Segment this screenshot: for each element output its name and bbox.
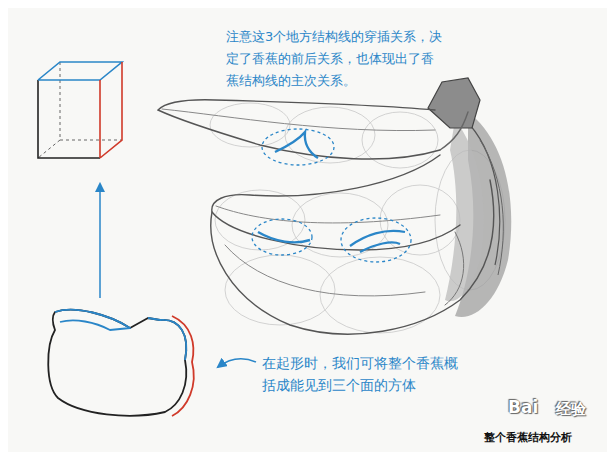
note-text: 注意这3个地方结构线的穿插关系，决定了香蕉的前后关系，也体现出了香蕉结构线的主次… <box>226 26 444 92</box>
banana-contours <box>158 100 494 334</box>
banana-stem <box>428 78 480 128</box>
cube-diagram <box>38 62 122 158</box>
note-text: 在起形时，我们可将整个香蕉概括成能见到三个面的方体 <box>262 352 464 396</box>
paper <box>8 8 607 452</box>
caption: 整个香蕉结构分析 <box>484 430 572 446</box>
banana-silhouette <box>48 310 194 416</box>
bunch-shadow <box>445 112 511 317</box>
up-arrow <box>99 184 101 298</box>
watermark: 经验 <box>556 399 586 419</box>
pointer-arrow <box>218 359 256 367</box>
emphasis-circles <box>252 129 411 262</box>
watermark: Bai <box>508 397 538 417</box>
